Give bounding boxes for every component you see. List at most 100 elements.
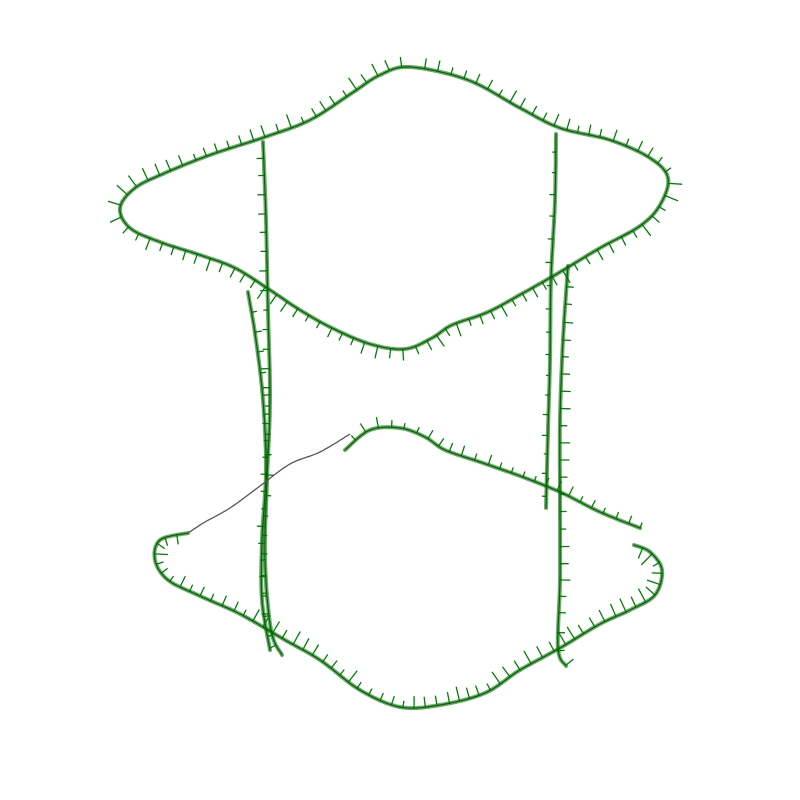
normal-tick: [327, 327, 333, 338]
normal-tick: [135, 232, 140, 241]
normal-tick: [259, 371, 267, 374]
normal-tick: [588, 617, 596, 628]
normal-tick: [637, 141, 643, 152]
normal-tick: [257, 286, 266, 299]
normal-tick: [252, 609, 260, 622]
normal-tick: [414, 345, 420, 355]
normal-tick: [193, 153, 197, 161]
normal-tick: [610, 603, 617, 618]
normal-tick: [522, 471, 526, 478]
normal-tick: [360, 341, 366, 354]
normal-tick: [199, 586, 205, 597]
normal-tick: [615, 511, 620, 520]
normal-tick: [576, 125, 580, 134]
normal-tick: [179, 575, 186, 588]
normal-tick: [479, 314, 484, 325]
normal-tick: [446, 691, 451, 704]
normal-tick: [390, 695, 395, 706]
normal-tick: [548, 641, 555, 652]
normal-tick: [176, 534, 179, 545]
normal-tick: [338, 332, 344, 341]
normal-tick: [499, 462, 503, 470]
normal-tick: [599, 128, 603, 138]
normal-tick: [460, 445, 466, 457]
normal-tick: [329, 95, 336, 106]
normal-tick: [330, 660, 338, 669]
normal-tick: [630, 596, 637, 608]
normal-tick: [202, 147, 208, 157]
normal-tick: [371, 63, 379, 77]
normal-tick: [579, 496, 584, 503]
normal-tick: [444, 328, 451, 337]
normal-tick: [384, 60, 391, 72]
normal-tick: [269, 644, 277, 649]
normal-tick: [486, 683, 492, 691]
curve-cores: [119, 66, 669, 709]
normal-tick: [489, 310, 496, 320]
normal-tick: [565, 286, 574, 288]
normal-tick: [638, 588, 647, 603]
normal-tick: [261, 394, 270, 397]
normal-tick: [542, 112, 548, 122]
normal-tick: [590, 500, 596, 509]
normal-tick: [491, 671, 502, 685]
normal-tick: [109, 216, 123, 223]
normal-tick: [450, 67, 454, 76]
normal-tick: [256, 350, 265, 353]
normal-tick: [473, 453, 478, 461]
normal-tick: [153, 553, 169, 556]
normal-tick: [311, 644, 319, 656]
normal-tick: [170, 246, 175, 256]
normal-tick: [486, 79, 493, 90]
normal-tick: [249, 279, 256, 289]
normal-tick: [242, 609, 247, 617]
normal-tick: [596, 249, 604, 261]
normal-tick: [423, 696, 426, 708]
normal-tick: [403, 422, 406, 430]
normal-tick: [159, 242, 164, 252]
normal-tick: [521, 292, 528, 302]
normal-tick: [116, 184, 129, 196]
normal-tick: [359, 423, 367, 433]
normal-tick: [487, 454, 493, 466]
curve-bands: [117, 64, 671, 711]
normal-tick: [639, 522, 643, 529]
normal-tick: [658, 206, 666, 211]
normal-tick: [155, 561, 164, 566]
right-strut-2: [557, 265, 569, 667]
normal-tick: [304, 314, 310, 322]
normal-tick: [566, 118, 571, 131]
normal-tick: [567, 486, 574, 497]
normal-tick: [628, 515, 633, 525]
top-loop: [119, 66, 669, 350]
normal-tick: [319, 101, 327, 112]
normal-tick: [367, 688, 373, 696]
top-loop-band: [117, 64, 671, 352]
normal-tick: [379, 692, 384, 702]
normal-tick: [502, 666, 511, 678]
normal-tick: [169, 575, 174, 582]
normal-tick: [608, 242, 615, 254]
normal-tick: [437, 438, 445, 447]
normal-tick: [189, 584, 194, 593]
normal-tick: [238, 135, 243, 146]
normal-tick: [468, 318, 472, 326]
normal-tick: [272, 621, 280, 634]
normal-tick: [641, 553, 653, 566]
normal-tick: [584, 255, 591, 265]
normal-tick: [156, 542, 165, 549]
right-strut-2-ticks: [557, 286, 574, 667]
normal-tick: [266, 634, 273, 637]
normal-tick: [664, 167, 672, 173]
normal-tick: [221, 595, 227, 607]
normal-tick: [292, 631, 301, 646]
normal-tick: [531, 287, 539, 298]
normal-tick: [509, 90, 518, 103]
normal-tick: [164, 536, 169, 546]
normal-tick: [360, 74, 368, 84]
normal-tick: [316, 321, 321, 329]
normal-tick: [641, 223, 652, 236]
normal-tick: [229, 267, 236, 278]
normal-tick: [553, 113, 560, 127]
